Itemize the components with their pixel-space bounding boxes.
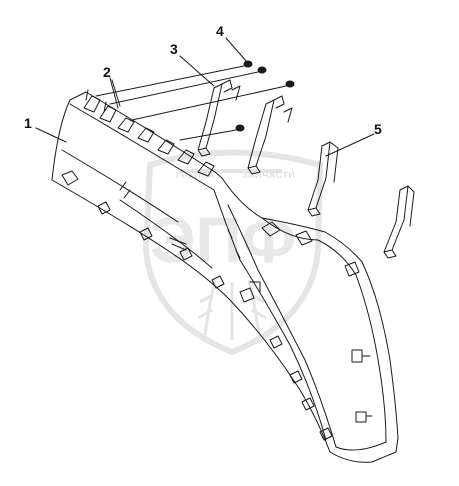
watermark-left-word: ГРУППА bbox=[176, 170, 215, 180]
callout-3: 3 bbox=[170, 41, 178, 57]
callout-5: 5 bbox=[374, 121, 382, 137]
callout-4: 4 bbox=[216, 23, 224, 39]
nut-1 bbox=[243, 60, 253, 68]
bottom-clips bbox=[61, 170, 333, 441]
nut-4 bbox=[235, 124, 245, 132]
arch-clips bbox=[261, 221, 373, 423]
callout-labels: 1 2 3 4 5 bbox=[24, 23, 382, 137]
watermark-wheat-icon bbox=[197, 279, 267, 340]
rail-details bbox=[119, 181, 241, 259]
watermark-shield-icon bbox=[142, 149, 324, 356]
top-clips bbox=[83, 89, 215, 177]
part-3-brackets bbox=[197, 79, 293, 175]
nut-2 bbox=[257, 66, 267, 74]
callout-2: 2 bbox=[103, 64, 111, 80]
nut-3 bbox=[285, 80, 295, 88]
callout-1: 1 bbox=[24, 115, 32, 131]
watermark: ГРУППА ЗАПЧАСТИ ЭПФ bbox=[142, 149, 324, 356]
part-5-brackets bbox=[307, 141, 415, 259]
watermark-right-word: ЗАПЧАСТИ bbox=[242, 170, 295, 180]
part-1-lining-panel bbox=[51, 89, 399, 463]
callout-leaders bbox=[35, 37, 375, 157]
drawing bbox=[35, 37, 415, 463]
part-4-nuts bbox=[95, 60, 295, 141]
